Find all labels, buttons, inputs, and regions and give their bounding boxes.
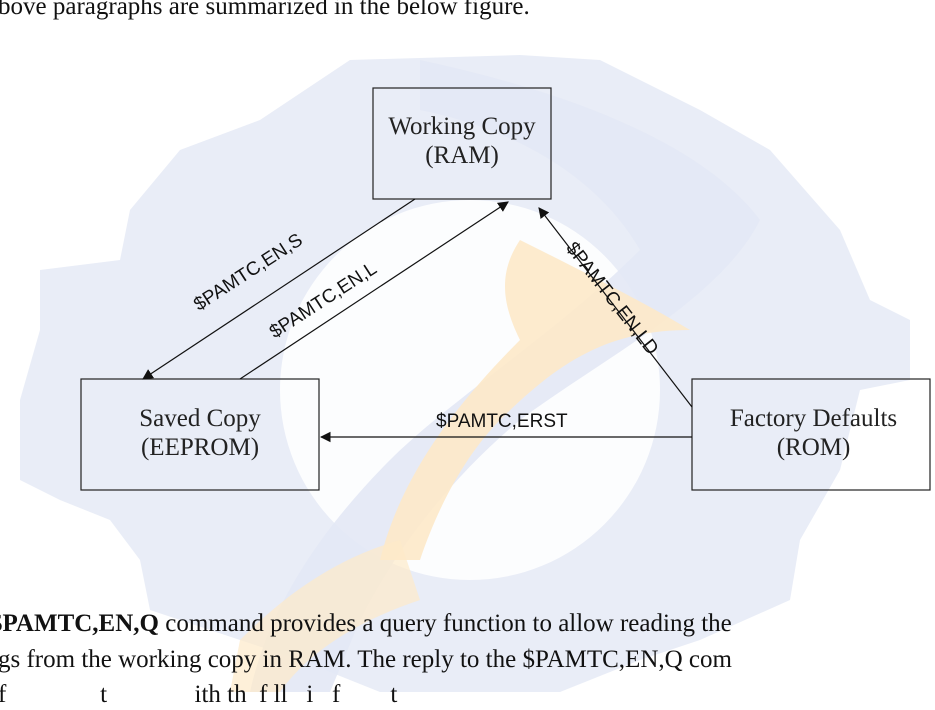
- saved-copy-title: Saved Copy: [139, 405, 261, 432]
- working-copy-memory: (RAM): [425, 142, 499, 169]
- factory-defaults-box: [691, 378, 931, 491]
- paragraph-top: bove paragraphs are summarized in the be…: [0, 0, 530, 20]
- state-diagram: [80, 87, 931, 491]
- working-copy-box: [372, 87, 552, 200]
- watermark-rocket: [230, 60, 760, 692]
- load-arrow: [239, 201, 509, 380]
- save-arrow: [142, 198, 416, 380]
- load-defaults-arrow: [538, 207, 693, 408]
- paragraph-line1-rest: command provides a query function to all…: [158, 610, 732, 637]
- factory-defaults-label: Factory Defaults (ROM): [692, 404, 935, 462]
- working-copy-label: Working Copy (RAM): [373, 112, 551, 170]
- paragraph-bottom-line3: f t ith th f ll i f t: [0, 681, 398, 708]
- saved-copy-memory: (EEPROM): [140, 434, 260, 461]
- working-copy-title: Working Copy: [388, 113, 536, 140]
- paragraph-bottom-line2: gs from the working copy in RAM. The rep…: [0, 646, 732, 673]
- factory-defaults-memory: (ROM): [776, 434, 851, 461]
- saved-copy-label: Saved Copy (EEPROM): [81, 404, 319, 462]
- reset-command-label: $PAMTC,ERST: [436, 411, 568, 432]
- paragraph-bottom-line1: $PAMTC,EN,Q command provides a query fun…: [0, 609, 732, 639]
- factory-defaults-title: Factory Defaults: [729, 405, 898, 432]
- saved-copy-box: [80, 378, 320, 491]
- watermark-logo: [20, 55, 910, 692]
- query-command: PAMTC,EN,Q: [2, 610, 159, 637]
